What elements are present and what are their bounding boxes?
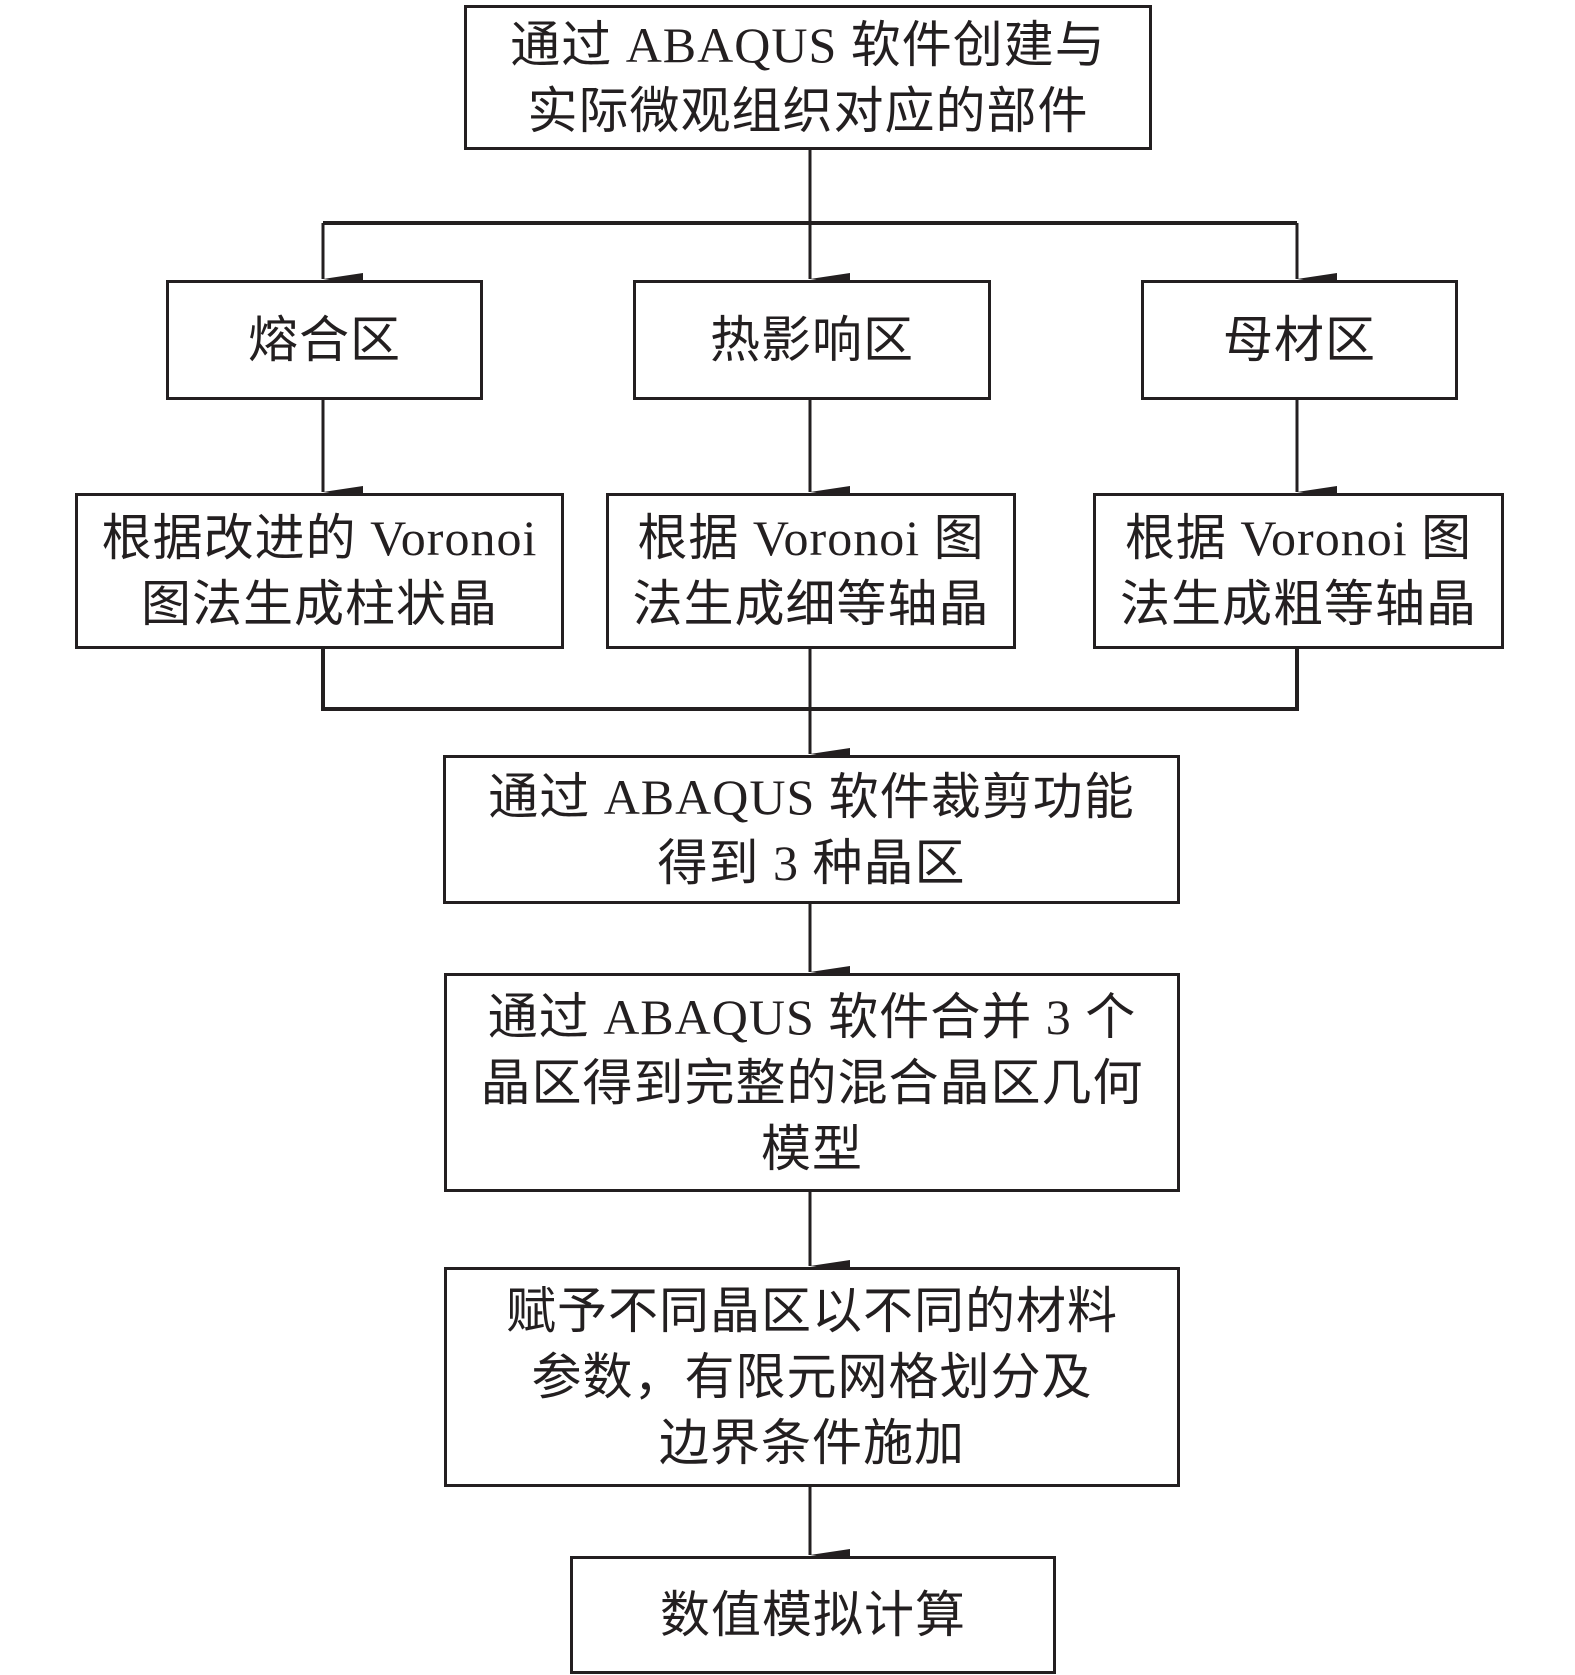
node-fine-equiaxed: 根据 Voronoi 图 法生成细等轴晶 [606,493,1016,649]
node-text-line: 晶区得到完整的混合晶区几何 [480,1054,1144,1111]
node-text-line: 赋予不同晶区以不同的材料 [506,1283,1118,1339]
node-coarse-equiaxed: 根据 Voronoi 图 法生成粗等轴晶 [1093,493,1504,649]
node-text-line: 通过 ABAQUS 软件合并 3 个 [487,988,1137,1045]
node-text-line: 热影响区 [710,312,914,368]
node-text-line: 母材区 [1223,312,1376,368]
node-text-line: 边界条件施加 [659,1415,965,1471]
node-text-line: 根据 Voronoi 图 [637,510,985,566]
node-text-line: 参数，有限元网格划分及 [531,1349,1093,1405]
node-fusion-zone: 熔合区 [166,280,483,400]
node-text-line: 通过 ABAQUS 软件创建与 [510,16,1106,73]
node-merge: 通过 ABAQUS 软件合并 3 个 晶区得到完整的混合晶区几何 模型 [444,973,1180,1192]
node-columnar: 根据改进的 Voronoi 图法生成柱状晶 [75,493,564,649]
node-text-line: 法生成粗等轴晶 [1120,576,1477,632]
node-create-part: 通过 ABAQUS 软件创建与 实际微观组织对应的部件 [464,5,1152,150]
node-text-line: 模型 [761,1120,863,1177]
node-text-line: 得到 3 种晶区 [657,834,966,891]
node-simulate: 数值模拟计算 [570,1556,1056,1674]
node-crop: 通过 ABAQUS 软件裁剪功能 得到 3 种晶区 [443,755,1180,904]
node-haz: 热影响区 [633,280,991,400]
node-text-line: 根据 Voronoi 图 [1124,510,1473,566]
node-text-line: 通过 ABAQUS 软件裁剪功能 [488,768,1135,825]
node-assign: 赋予不同晶区以不同的材料 参数，有限元网格划分及 边界条件施加 [444,1267,1180,1487]
node-text-line: 实际微观组织对应的部件 [527,82,1089,139]
node-text-line: 数值模拟计算 [660,1587,966,1643]
node-text-line: 根据改进的 Voronoi [101,510,538,566]
node-text-line: 图法生成柱状晶 [141,576,498,632]
node-base-metal: 母材区 [1141,280,1458,400]
node-text-line: 法生成细等轴晶 [632,576,990,632]
node-text-line: 熔合区 [248,312,401,368]
